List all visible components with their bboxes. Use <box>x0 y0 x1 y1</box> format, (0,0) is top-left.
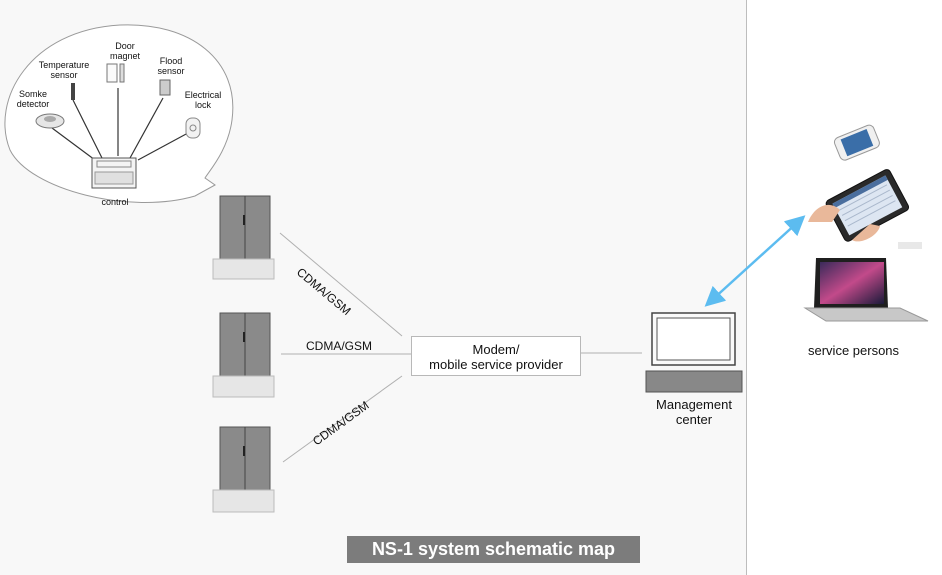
smoke-detector-label: Somke detector <box>16 89 50 109</box>
cabinet-icon <box>212 312 275 398</box>
temperature-sensor-label: Temperature sensor <box>38 60 90 80</box>
management-label-line1: Management <box>656 397 732 412</box>
brand-logo-icon <box>898 242 922 249</box>
modem-label-line1: Modem/ <box>472 342 520 357</box>
management-computer-icon <box>645 312 743 393</box>
tablet-icon <box>825 169 910 242</box>
modem-label-line2: mobile service provider <box>429 357 563 372</box>
temperature-sensor-icon <box>71 83 75 100</box>
flood-sensor-label: Flood sensor <box>157 56 185 76</box>
management-label-line2: center <box>675 412 713 427</box>
door-magnet-icon <box>106 63 125 83</box>
cabinet-icon <box>212 426 275 513</box>
flood-sensor-icon <box>159 79 171 96</box>
cabinet-icon <box>212 195 275 280</box>
link-label-middle: CDMA/GSM <box>306 339 372 353</box>
electrical-lock-label: Electrical lock <box>184 90 222 110</box>
smoke-detector-icon <box>35 113 65 129</box>
hands-icon <box>808 204 880 242</box>
service-persons-label: service persons <box>808 343 900 358</box>
diagram-title: NS-1 system schematic map <box>347 536 640 563</box>
communication-arrow <box>704 215 806 307</box>
electrical-lock-icon <box>185 117 201 139</box>
smartphone-icon <box>833 124 880 161</box>
sensor-bubble <box>4 24 234 203</box>
sensor-wires <box>51 88 189 161</box>
control-label: control <box>101 197 129 207</box>
modem-box: Modem/ mobile service provider <box>411 336 581 376</box>
control-panel-icon <box>91 157 137 189</box>
link-lines <box>279 232 642 463</box>
laptop-icon <box>803 258 929 322</box>
door-magnet-label: Door magnet <box>109 41 141 61</box>
management-center-label: Management center <box>646 397 742 427</box>
